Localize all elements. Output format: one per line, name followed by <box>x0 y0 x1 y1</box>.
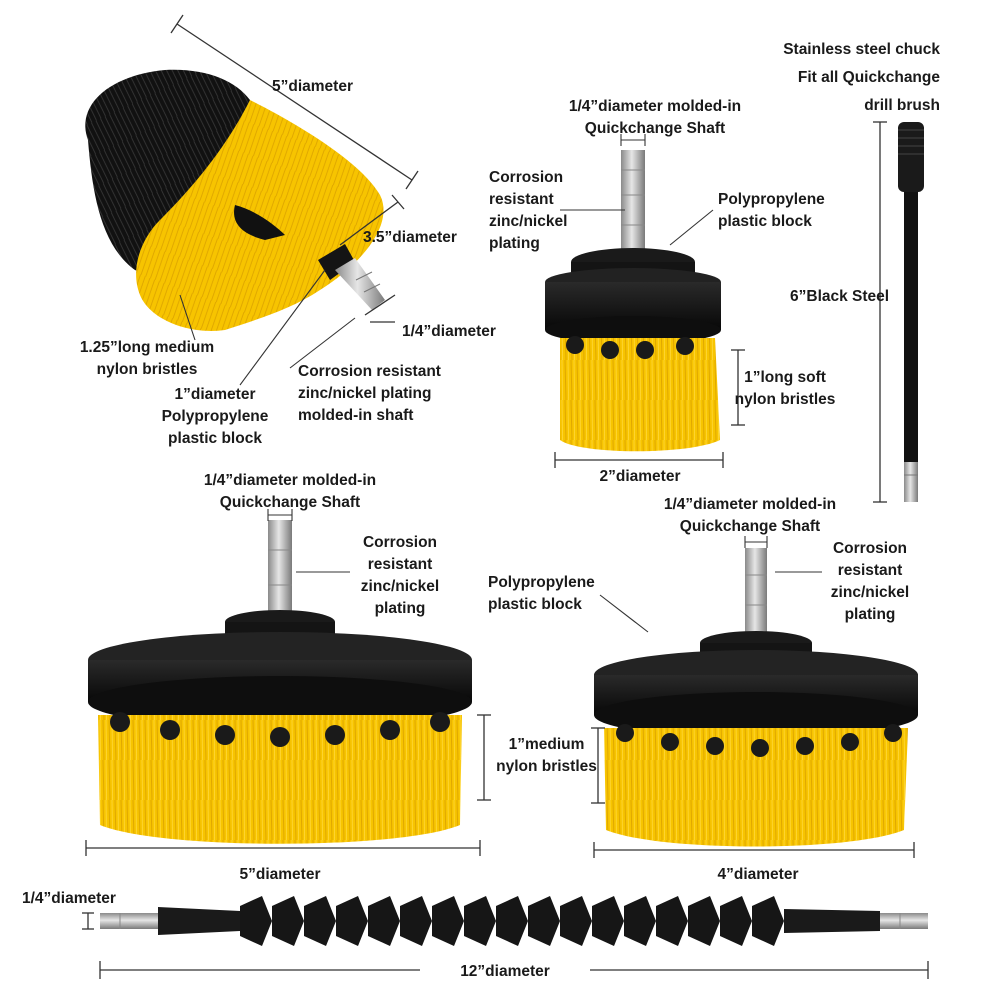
b2-plating-line3: zinc/nickel <box>489 213 568 230</box>
ext-line1: Stainless steel chuck <box>783 41 940 58</box>
extension-description: Stainless steel chuck Fit all Quickchang… <box>700 36 940 120</box>
drill-35in-diameter-label: 3.5”diameter <box>363 229 457 246</box>
b5-plating-line4: plating <box>374 600 426 617</box>
b4-shaft-line1: 1/4”diameter molded-in <box>663 496 837 513</box>
b4-plating-line3: zinc/nickel <box>830 584 910 601</box>
b4-plating-label: Corrosion resistant zinc/nickel plating <box>815 538 925 626</box>
b2-block-line2: plastic block <box>718 213 812 230</box>
b5-shaft-line1: 1/4”diameter molded-in <box>203 472 377 489</box>
b2-diameter-label: 2”diameter <box>599 468 681 485</box>
b4-shaft-line2: Quickchange Shaft <box>679 518 821 535</box>
b2-plating-line2: resistant <box>489 191 554 208</box>
b4-plating-line2: resistant <box>837 562 903 579</box>
drill-bristles-label: 1.25”long medium nylon bristles <box>62 337 232 381</box>
drill-brush-image <box>85 69 385 331</box>
b4-plating-line1: Corrosion <box>832 540 908 557</box>
b5-plating-line3: zinc/nickel <box>360 578 440 595</box>
drill-bristles-line1: 1.25”long medium <box>79 339 215 356</box>
b4-shaft-label: 1/4”diameter molded-in Quickchange Shaft <box>640 494 860 538</box>
b5-plating-line2: resistant <box>367 556 433 573</box>
flex-extension-image <box>100 896 928 946</box>
b5-block-line2: plastic block <box>488 596 582 613</box>
drill-block-line1: 1”diameter <box>174 386 256 403</box>
brush-2in-image <box>545 150 721 452</box>
drill-block-line3: plastic block <box>168 430 262 447</box>
b4-plating-line4: plating <box>844 606 896 623</box>
dimension-lines <box>82 14 929 979</box>
b2-bristles-label: 1”long soft nylon bristles <box>725 367 845 411</box>
drill-plating-line2: zinc/nickel plating <box>298 385 432 402</box>
drill-plating-line3: molded-in shaft <box>298 407 414 424</box>
b4-diameter-label: 4”diameter <box>717 866 799 883</box>
b5-block-line1: Polypropylene <box>488 574 595 591</box>
b5-shaft-label: 1/4”diameter molded-in Quickchange Shaft <box>180 470 400 514</box>
b5-bristles-line2: nylon bristles <box>496 758 597 775</box>
brush-5in-image <box>88 520 472 844</box>
ext-length-label: 6”Black Steel <box>790 288 890 305</box>
drill-bristles-line2: nylon bristles <box>96 361 198 378</box>
b5-plating-label: Corrosion resistant zinc/nickel plating <box>345 532 455 620</box>
b5-diameter-label: 5”diameter <box>239 866 321 883</box>
b2-plating-line4: plating <box>489 235 540 252</box>
b2-shaft-label: 1/4”diameter molded-in Quickchange Shaft <box>540 96 770 140</box>
extension-rod-image <box>898 122 924 502</box>
b5-bristles-label: 1”medium nylon bristles <box>484 734 609 778</box>
b2-bristles-line2: nylon bristles <box>734 391 836 408</box>
drill-block-label: 1”diameter Polypropylene plastic block <box>155 384 275 450</box>
b5-plating-line1: Corrosion <box>362 534 438 551</box>
b2-plating-line1: Corrosion <box>489 169 564 186</box>
b2-shaft-line2: Quickchange Shaft <box>584 120 726 137</box>
b2-plating-label: Corrosion resistant zinc/nickel plating <box>489 167 567 255</box>
drill-plating-label: Corrosion resistant zinc/nickel plating … <box>298 361 441 427</box>
b5-shaft-line2: Quickchange Shaft <box>219 494 361 511</box>
flex-diameter-label: 1/4”diameter <box>22 890 116 907</box>
drill-shaft-diameter-label: 1/4”diameter <box>402 323 496 340</box>
drill-5in-diameter-label: 5”diameter <box>272 78 353 95</box>
b2-bristles-line1: 1”long soft <box>744 369 826 386</box>
drill-plating-line1: Corrosion resistant <box>298 363 441 380</box>
b5-bristles-line1: 1”medium <box>508 736 585 753</box>
drill-block-line2: Polypropylene <box>161 408 269 425</box>
ext-line3: drill brush <box>864 97 940 114</box>
flex-length-label: 12”diameter <box>420 961 590 983</box>
b2-block-label: Polypropylene plastic block <box>718 189 825 233</box>
b2-block-line1: Polypropylene <box>718 191 825 208</box>
ext-line2: Fit all Quickchange <box>797 69 940 86</box>
b5-block-label: Polypropylene plastic block <box>488 572 595 616</box>
brush-4in-image <box>594 548 918 847</box>
b2-shaft-line1: 1/4”diameter molded-in <box>568 98 742 115</box>
